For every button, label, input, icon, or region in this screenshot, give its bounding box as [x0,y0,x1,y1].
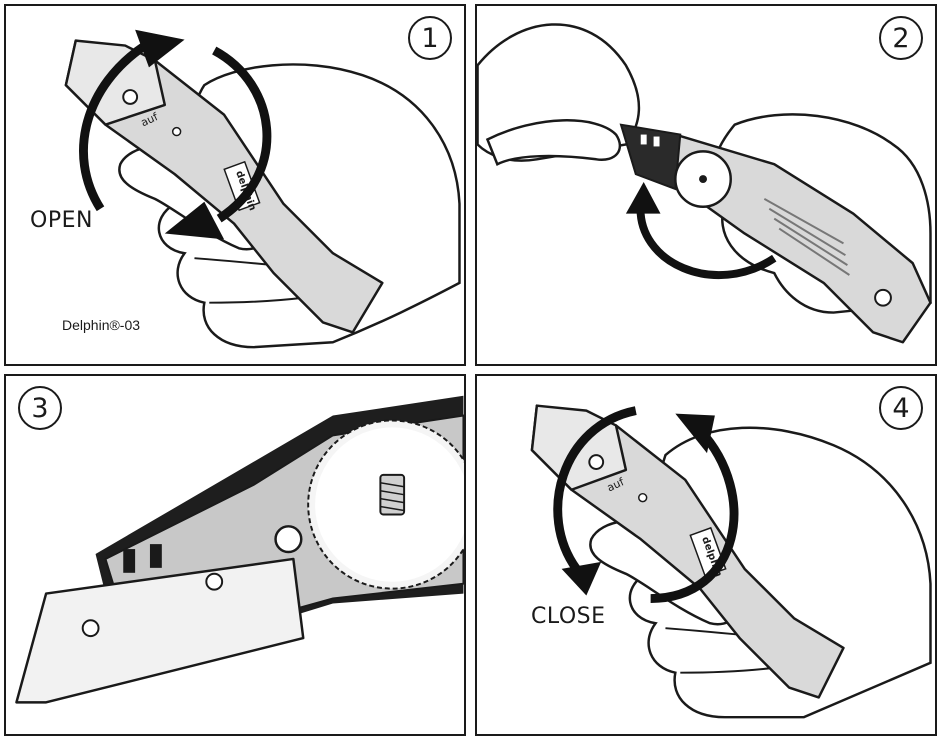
knife-handle [530,404,845,699]
knife-grip-ribs [763,197,850,276]
step-4-panel: auf delphin 4 CLOSE [475,374,937,736]
rotate-arrow-arc [553,406,637,572]
wheel-center [699,175,707,184]
rotate-arrow-arc [650,427,739,603]
close-knife-illustration: auf delphin [530,404,932,719]
rotate-arrow-arc [212,46,272,223]
blade-hole [81,619,100,638]
finger-line [209,296,304,304]
step-1-panel: auf delphin 1 OPEN Delphin®-03 [4,4,466,366]
screw [379,473,406,516]
rotate-arrow-head [164,201,225,240]
step-3-panel: 3 [4,374,466,736]
rotate-arrow-arc [79,41,148,212]
product-caption: Delphin®-03 [62,317,141,333]
blade-notch [640,134,647,145]
open-label: OPEN [30,208,93,233]
step-number: 2 [879,16,923,60]
blade-notch [653,136,660,147]
open-knife-illustration: auf delphin [64,29,461,349]
blade-closeup-illustration [15,395,464,704]
rotate-arrow-arc [636,203,777,279]
left-thumb [485,119,622,166]
blade [15,557,305,704]
blade-notch [149,544,162,568]
step-2-panel: 2 [475,4,937,366]
rotate-arrow-head [625,182,661,214]
blade-notch [123,549,136,573]
rotate-arrow-head [561,561,602,596]
close-label: CLOSE [531,604,606,629]
blade-insert-illustration [477,23,932,344]
knife-end-hole [874,288,892,307]
screw-thread [380,482,405,512]
knife-rivet [171,126,182,137]
knife-handle [64,39,384,334]
step-number: 4 [879,386,923,430]
rotate-arrow-head [675,413,715,454]
knife-rivet [122,89,139,105]
step-number: 1 [408,16,452,60]
step-number: 3 [18,386,62,430]
blade-hole [205,572,224,591]
finger-line [680,666,775,674]
knife-handle [674,133,932,344]
knife-rivet [638,492,648,503]
housing-hole [274,525,303,554]
knife-rivet [588,454,605,470]
rotate-arrow-head [135,29,185,68]
blade [619,123,682,191]
